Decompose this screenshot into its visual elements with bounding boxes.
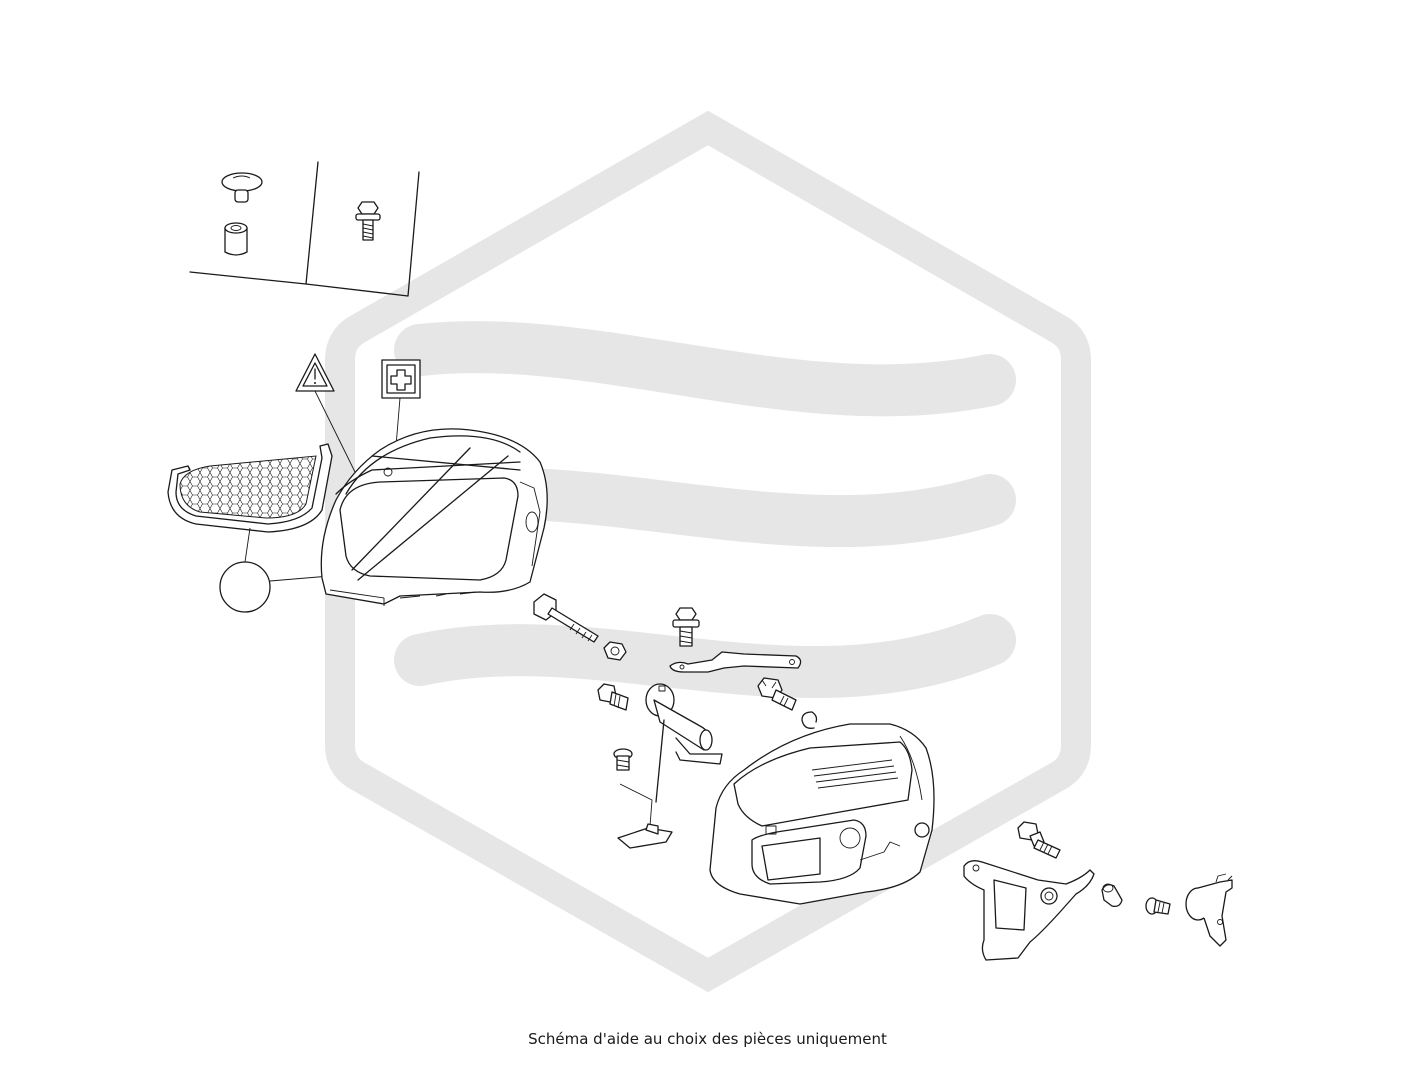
bushing [1101,883,1123,908]
lamp-holder [1185,873,1233,947]
spacer-sleeve-icon [224,222,248,256]
flange-bolt-icon [355,201,381,241]
grommet-screw [757,677,797,711]
long-bolt [533,593,599,643]
leader-line-first-aid [395,397,401,447]
mounting-bracket [963,860,1095,961]
push-rivet-icon [221,172,263,203]
leader-line-screw [619,783,653,827]
diagram-caption: Schéma d'aide au choix des pièces unique… [528,1030,887,1048]
front-cover [320,428,548,606]
hex-fitting [597,683,629,711]
pan-head-screw [1145,897,1171,915]
item-balloon [219,527,331,613]
leader-line-warning [314,390,356,473]
retaining-clip [801,711,818,729]
hex-flange-bolt [672,607,700,647]
bracket-strip [669,651,802,673]
inset-box [189,161,420,297]
nut-plate [617,823,673,849]
mounting-tube [645,683,723,803]
hex-nut [603,641,627,661]
small-screw [613,748,633,771]
flange-bolt-lower [1017,821,1061,859]
rear-housing [709,723,935,905]
first-aid-icon [381,359,421,399]
mesh-screen [167,443,333,533]
